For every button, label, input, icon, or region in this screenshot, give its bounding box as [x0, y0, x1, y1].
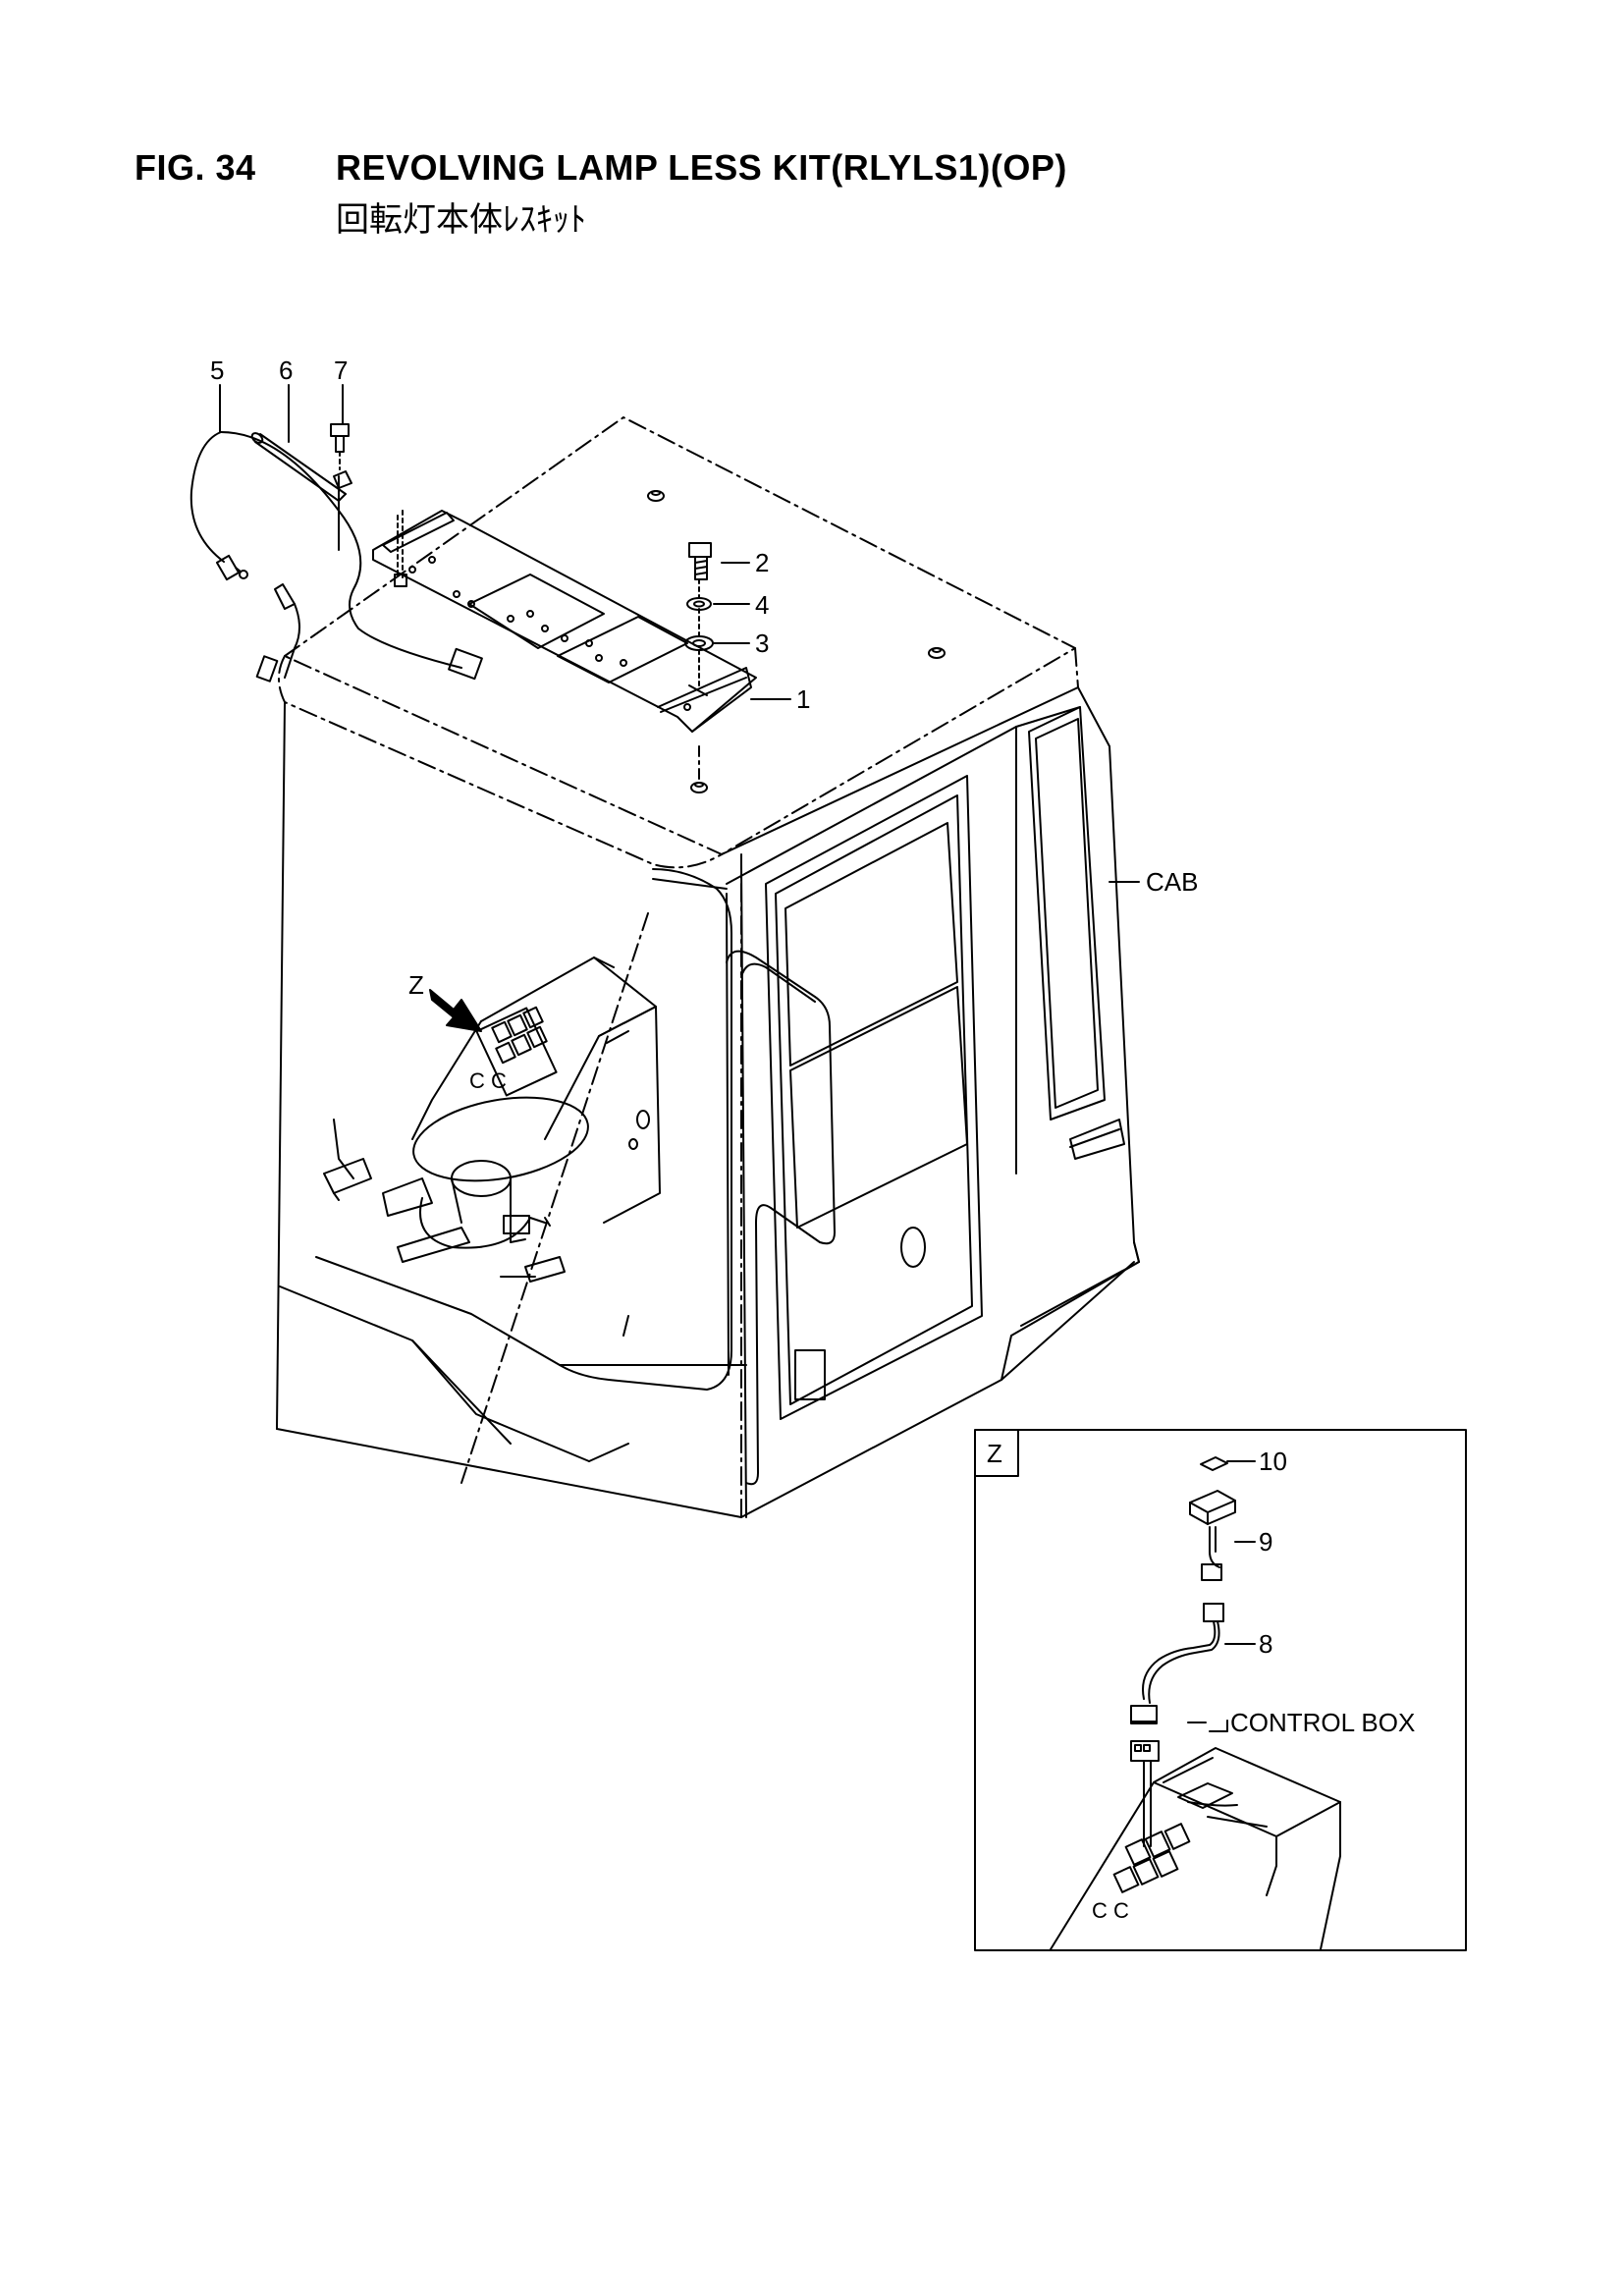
nut-under-bracket [690, 745, 708, 793]
roof-nut [647, 490, 665, 502]
inset-cc-label: C C [1092, 1898, 1129, 1923]
console-cc-label: C C [469, 1068, 507, 1093]
lamp-bracket [372, 510, 757, 733]
view-z-label: Z [408, 970, 424, 1000]
callout-part-7: 7 [334, 355, 348, 385]
tube-part-6 [250, 432, 347, 551]
view-z-arrow [429, 989, 482, 1032]
bolt-part-2 [688, 542, 712, 580]
figure-title: REVOLVING LAMP LESS KIT(RLYLS1)(OP) [336, 147, 1067, 188]
figure-number: FIG. 34 [135, 147, 256, 188]
figure-subtitle: 回転灯本体ﾚｽｷｯﾄ [336, 200, 586, 240]
callout-part-1: 1 [796, 684, 810, 714]
control-console [323, 957, 661, 1283]
cab-body [276, 416, 1140, 1518]
callout-part-9: 9 [1259, 1527, 1272, 1557]
callout-part-4: 4 [755, 590, 769, 620]
callout-cab: CAB [1146, 867, 1198, 897]
callout-part-2: 2 [755, 548, 769, 577]
inset-z-label: Z [987, 1439, 1002, 1468]
roof-nut [928, 647, 946, 659]
callout-part-3: 3 [755, 629, 769, 658]
callout-part-6: 6 [279, 355, 293, 385]
callout-part-5: 5 [210, 355, 224, 385]
callout-control-box: CONTROL BOX [1230, 1708, 1415, 1737]
clip-part-7 [330, 423, 407, 587]
harness-part-5 [189, 431, 483, 683]
callout-part-10: 10 [1259, 1447, 1287, 1476]
inset-z-detail [974, 1429, 1467, 1951]
callout-part-8: 8 [1259, 1629, 1272, 1659]
